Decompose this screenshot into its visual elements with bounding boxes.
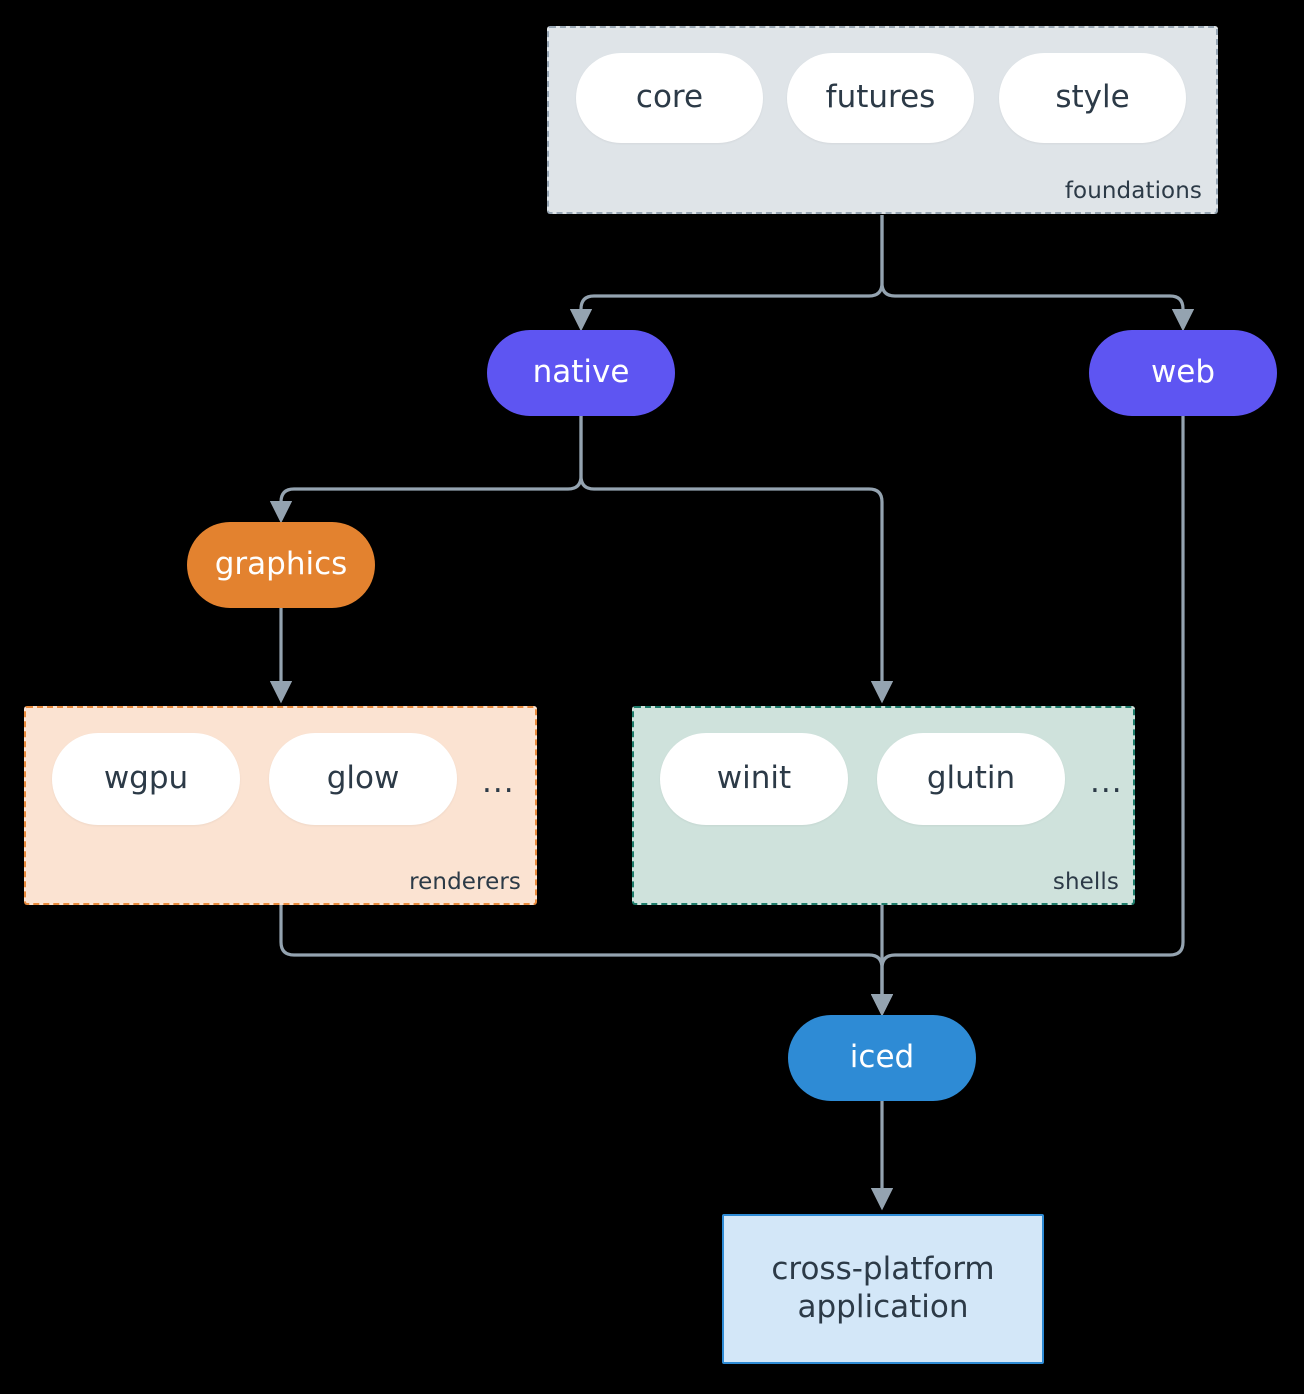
node-glutin-label: glutin [926,760,1016,797]
node-futures-label: futures [825,79,936,116]
node-glow-label: glow [326,760,400,797]
node-application-label-line2: application [797,1289,969,1325]
node-iced[interactable]: iced [788,1015,976,1101]
node-wgpu-label: wgpu [103,760,189,797]
node-application-label-line1: cross-platform [771,1251,995,1288]
cluster-shells: winit glutin ... shells [632,706,1135,905]
node-style[interactable]: style [999,53,1186,143]
node-application[interactable]: cross-platform application [722,1214,1044,1364]
node-style-label: style [1055,79,1130,116]
renderers-ellipsis: ... [482,764,515,800]
node-core[interactable]: core [576,53,763,143]
edge-native-graphics [269,415,583,524]
node-winit-label: winit [716,760,792,797]
node-graphics-label: graphics [214,546,348,583]
node-futures[interactable]: futures [787,53,974,143]
node-winit[interactable]: winit [660,733,848,825]
cluster-shells-label: shells [1052,869,1119,895]
node-glutin[interactable]: glutin [877,733,1065,825]
edge-foundations-web [880,215,1195,332]
cluster-renderers: wgpu glow ... renderers [24,706,537,905]
node-glow[interactable]: glow [269,733,457,825]
shells-ellipsis: ... [1090,764,1123,800]
node-wgpu[interactable]: wgpu [52,733,240,825]
node-iced-label: iced [849,1039,915,1076]
edge-native-shells [579,415,894,704]
edge-renderers-iced [279,905,894,1017]
cluster-foundations: core futures style foundations [547,26,1218,214]
edge-foundations-native [569,215,884,332]
node-native-label: native [532,354,630,391]
node-core-label: core [635,79,704,116]
node-native[interactable]: native [487,330,675,416]
node-web-label: web [1150,354,1216,391]
node-web[interactable]: web [1089,330,1277,416]
node-graphics[interactable]: graphics [187,522,375,608]
cluster-renderers-label: renderers [409,869,521,895]
cluster-foundations-label: foundations [1064,178,1202,204]
